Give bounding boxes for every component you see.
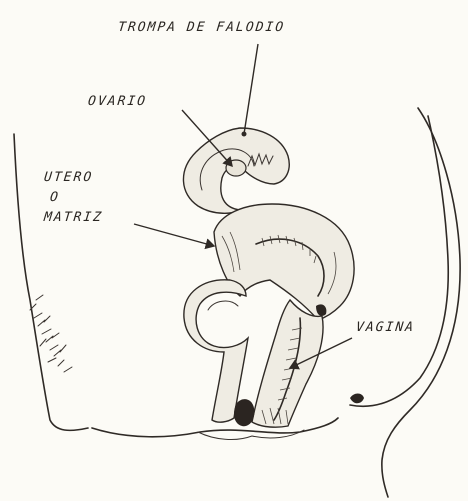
bladder-inner (208, 301, 238, 310)
pointer-tube (244, 44, 258, 134)
pointer-uterus (134, 224, 214, 246)
uterus (214, 204, 354, 320)
hair-left (30, 295, 72, 372)
belly-outline (382, 108, 460, 497)
label-fallopian-tube: TROMPA DE FALODIO (117, 20, 286, 35)
label-uterus-1: UTERO (43, 170, 94, 185)
bladder (184, 280, 248, 422)
label-uterus-2: O (49, 190, 60, 205)
abdomen-line (350, 116, 448, 406)
label-uterus-3: MATRIZ (43, 210, 104, 225)
label-ovary: OVARIO (87, 94, 148, 109)
vulva-mark (350, 394, 364, 404)
vagina-tube (252, 300, 323, 427)
label-vagina: VAGINA (355, 320, 416, 335)
pointer-tube-dot (242, 132, 247, 137)
